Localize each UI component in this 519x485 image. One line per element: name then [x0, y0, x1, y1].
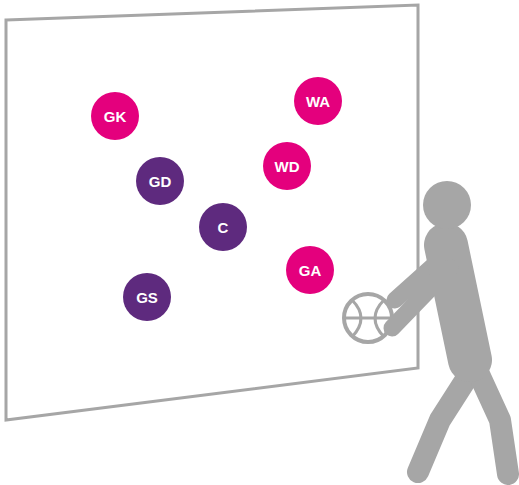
- position-label: C: [218, 219, 229, 236]
- position-circle: C: [199, 203, 247, 251]
- position-label: GD: [149, 173, 172, 190]
- position-circle: GS: [123, 273, 171, 321]
- position-label: GS: [136, 289, 158, 306]
- position-circle: WD: [263, 142, 311, 190]
- position-circle: WA: [294, 77, 342, 125]
- position-label: GK: [104, 108, 127, 125]
- player-head: [423, 181, 471, 229]
- position-label: GA: [299, 262, 322, 279]
- position-circle: GK: [91, 92, 139, 140]
- player-leg: [418, 370, 472, 472]
- netball: [344, 294, 392, 342]
- player-arm: [392, 268, 450, 328]
- wall-board: [6, 5, 418, 420]
- position-circle: GA: [286, 246, 334, 294]
- position-label: WD: [275, 158, 300, 175]
- position-circle: GD: [136, 157, 184, 205]
- position-label: WA: [306, 93, 330, 110]
- player-leg: [478, 372, 508, 474]
